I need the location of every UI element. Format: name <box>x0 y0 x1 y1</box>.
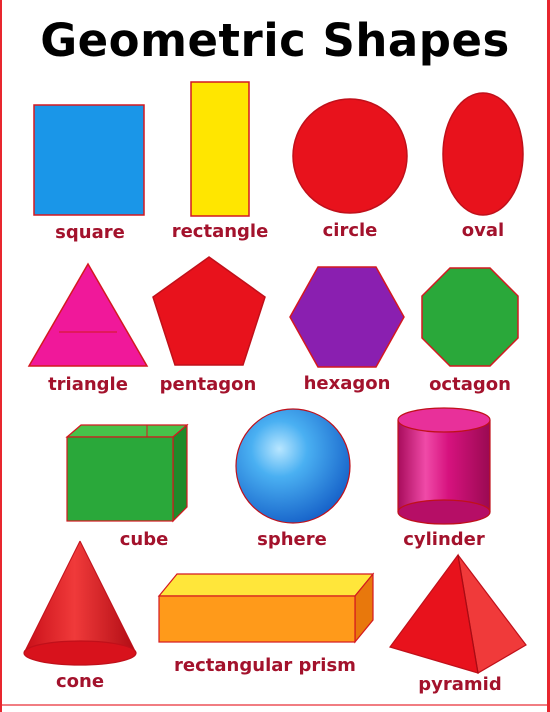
poster-right-edge <box>547 0 550 712</box>
cube-shape <box>65 423 189 523</box>
rectangular-prism-label: rectangular prism <box>174 655 356 676</box>
rectangle-shape <box>190 81 250 217</box>
pentagon-label: pentagon <box>159 374 257 395</box>
poster-title: Geometric Shapes <box>40 14 510 67</box>
pyramid-shape <box>389 553 527 674</box>
cone-label: cone <box>55 671 105 692</box>
pentagon-shape <box>152 256 266 366</box>
cylinder-shape <box>397 407 491 525</box>
pyramid-label: pyramid <box>418 674 502 695</box>
oval-label: oval <box>461 220 505 241</box>
hexagon-shape <box>289 266 405 368</box>
poster-left-edge <box>0 0 2 712</box>
oval-shape <box>442 92 524 216</box>
triangle-label: triangle <box>48 374 128 395</box>
square-shape <box>33 104 145 216</box>
cube-label: cube <box>119 529 169 550</box>
sphere-shape <box>235 408 351 524</box>
poster-bottom-edge <box>0 704 550 706</box>
octagon-shape <box>421 267 519 367</box>
cone-shape <box>23 540 137 666</box>
hexagon-label: hexagon <box>303 373 391 394</box>
triangle-shape <box>27 262 149 367</box>
cylinder-label: cylinder <box>403 529 485 550</box>
square-label: square <box>55 222 125 243</box>
rectangle-label: rectangle <box>171 221 269 242</box>
rectangular-prism-shape <box>157 572 375 644</box>
sphere-label: sphere <box>257 529 327 550</box>
circle-label: circle <box>322 220 378 241</box>
octagon-label: octagon <box>429 374 511 395</box>
circle-shape <box>292 98 408 214</box>
